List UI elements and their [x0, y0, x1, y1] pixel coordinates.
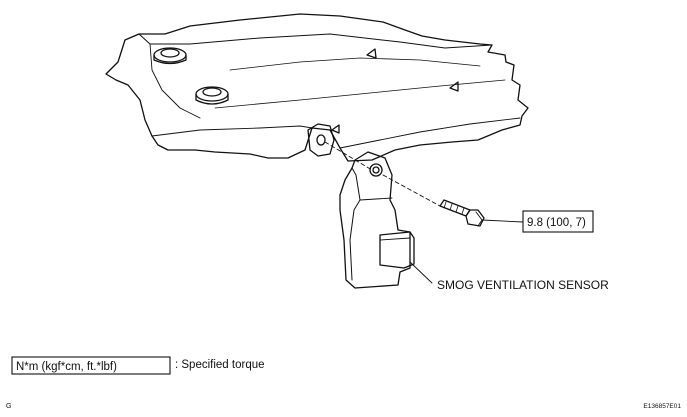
bolt [439, 199, 485, 227]
grommet-2 [195, 86, 229, 102]
legend-box-text: N*m (kgf*cm, ft.*lbf) [16, 361, 117, 373]
insulator-panel [105, 13, 529, 162]
triangle-mark-3 [331, 124, 340, 134]
triangle-mark-2 [449, 81, 459, 92]
panel-bracket [307, 123, 335, 157]
torque-value: 9.8 (100, 7) [527, 217, 586, 229]
sensor-connector [379, 231, 415, 269]
legend-box [11, 356, 171, 375]
triangle-mark-1 [366, 48, 377, 59]
grommet-1 [153, 47, 187, 63]
corner-left-mark: G [6, 403, 11, 410]
legend-text: : Specified torque [175, 359, 265, 371]
torque-box [522, 210, 594, 233]
part-label: SMOG VENTILATION SENSOR [437, 278, 609, 292]
figure-code: E136857E01 [643, 403, 681, 410]
